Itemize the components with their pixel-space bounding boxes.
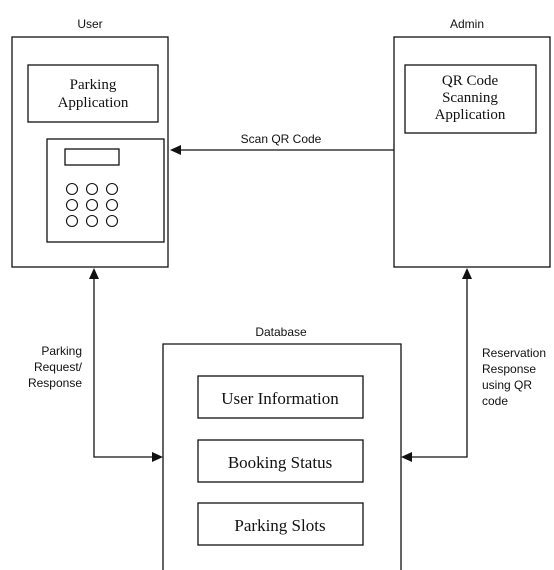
admin-node: Admin QR Code Scanning Application bbox=[393, 17, 551, 268]
user-db-label-line1: Parking bbox=[41, 344, 82, 358]
admin-database-arrow: Reservation Response using QR code bbox=[401, 268, 546, 462]
scan-qr-label: Scan QR Code bbox=[241, 132, 322, 146]
qr-scanning-app-box: QR Code Scanning Application bbox=[404, 64, 537, 134]
scan-qr-arrow: Scan QR Code bbox=[170, 132, 394, 155]
user-db-label-line3: Response bbox=[28, 376, 82, 390]
db-record-booking-status: Booking Status bbox=[197, 439, 364, 483]
db-record-label: Parking Slots bbox=[234, 516, 325, 535]
db-record-user-information: User Information bbox=[197, 375, 364, 419]
keypad-screen bbox=[64, 148, 120, 166]
arrowhead-up-icon bbox=[462, 268, 472, 279]
admin-db-label-line4: code bbox=[482, 394, 508, 408]
user-db-label-line2: Request/ bbox=[34, 360, 83, 374]
keypad-device-icon bbox=[46, 138, 165, 243]
user-node: User Parking Application bbox=[11, 17, 169, 268]
arrowhead-right-icon bbox=[152, 452, 163, 462]
db-record-parking-slots: Parking Slots bbox=[197, 502, 364, 546]
admin-title: Admin bbox=[450, 17, 484, 31]
admin-db-label-line2: Response bbox=[482, 362, 536, 376]
admin-db-label-line1: Reservation bbox=[482, 346, 546, 360]
arrowhead-up-icon bbox=[89, 268, 99, 279]
db-record-label: Booking Status bbox=[228, 453, 332, 472]
qr-app-line3: Application bbox=[435, 107, 506, 123]
arrowhead-left-icon bbox=[401, 452, 412, 462]
user-title: User bbox=[77, 17, 102, 31]
db-record-label: User Information bbox=[221, 389, 339, 408]
qr-app-line1: QR Code bbox=[442, 73, 499, 89]
keypad-buttons bbox=[65, 182, 119, 228]
arrowhead-left-icon bbox=[170, 145, 181, 155]
admin-db-label-line3: using QR bbox=[482, 378, 532, 392]
user-database-arrow: Parking Request/ Response bbox=[28, 268, 163, 462]
database-node: Database User Information Booking Status… bbox=[162, 325, 402, 570]
parking-app-line2: Application bbox=[58, 95, 129, 111]
parking-app-box: Parking Application bbox=[27, 64, 159, 123]
qr-app-line2: Scanning bbox=[442, 90, 498, 106]
parking-app-line1: Parking bbox=[70, 77, 117, 93]
database-title: Database bbox=[255, 325, 307, 339]
